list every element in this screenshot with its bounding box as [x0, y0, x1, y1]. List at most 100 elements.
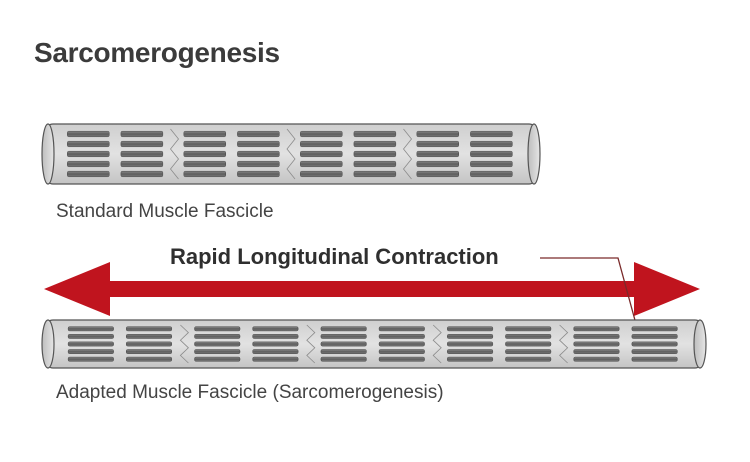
- myosin-filament: [183, 140, 227, 148]
- myosin-filament: [120, 170, 164, 178]
- myosin-filament: [320, 334, 367, 339]
- myosin-filament: [320, 341, 367, 347]
- myosin-filament: [252, 334, 299, 339]
- z-line: [432, 324, 442, 364]
- myosin-filament: [631, 326, 678, 332]
- myosin-filament: [505, 341, 552, 347]
- myosin-filament: [194, 356, 241, 362]
- myosin-filament: [252, 349, 299, 354]
- myosin-filament: [126, 334, 173, 339]
- standard-fascicle-label: Standard Muscle Fascicle: [56, 201, 274, 222]
- myosin-filament: [353, 140, 397, 148]
- myosin-filament: [67, 160, 110, 168]
- myosin-filament: [67, 341, 114, 347]
- myosin-filament: [505, 349, 552, 354]
- myosin-filament: [194, 349, 241, 354]
- myosin-filament: [573, 334, 620, 339]
- z-line: [559, 324, 569, 364]
- myosin-filament: [447, 326, 494, 332]
- myosin-filament: [470, 140, 513, 148]
- myosin-filament: [120, 140, 164, 148]
- myosin-filament: [194, 326, 241, 332]
- myosin-filament: [194, 341, 241, 347]
- z-line: [179, 324, 189, 364]
- myosin-filament: [252, 326, 299, 332]
- myosin-filament: [120, 160, 164, 168]
- myosin-filament: [183, 160, 227, 168]
- myosin-filament: [573, 326, 620, 332]
- fascicle-left-cap: [41, 123, 55, 185]
- myosin-filament: [378, 326, 425, 332]
- myosin-filament: [67, 140, 110, 148]
- myosin-filament: [252, 341, 299, 347]
- myosin-filament: [470, 150, 513, 158]
- z-line: [306, 324, 316, 364]
- contraction-label: Rapid Longitudinal Contraction: [170, 244, 499, 269]
- myosin-filament: [300, 170, 343, 178]
- myosin-filament: [353, 160, 397, 168]
- myosin-filament: [67, 326, 114, 332]
- myosin-filament: [126, 349, 173, 354]
- myosin-filament: [378, 334, 425, 339]
- myosin-filament: [237, 170, 280, 178]
- myosin-filament: [470, 160, 513, 168]
- myosin-filament: [320, 356, 367, 362]
- arrow-shape: [44, 262, 700, 316]
- fascicle-left-cap: [41, 319, 55, 369]
- myosin-filament: [378, 341, 425, 347]
- myosin-filament: [300, 150, 343, 158]
- adapted-fascicle-label: Adapted Muscle Fascicle (Sarcomerogenesi…: [56, 382, 444, 403]
- myosin-filament: [505, 326, 552, 332]
- myosin-filament: [416, 130, 460, 138]
- myosin-filament: [470, 130, 513, 138]
- myosin-filament: [320, 349, 367, 354]
- myosin-filament: [237, 150, 280, 158]
- double-headed-arrow-icon: [44, 262, 700, 316]
- adapted-muscle-fascicle: [41, 319, 707, 369]
- myosin-filament: [126, 356, 173, 362]
- myosin-filament: [447, 356, 494, 362]
- myosin-filament: [378, 349, 425, 354]
- standard-muscle-fascicle: [41, 123, 541, 185]
- myosin-filament: [67, 334, 114, 339]
- myosin-filament: [300, 160, 343, 168]
- myosin-filament: [447, 334, 494, 339]
- z-line: [169, 128, 180, 180]
- myosin-filament: [573, 349, 620, 354]
- myosin-filament: [573, 341, 620, 347]
- myosin-filament: [120, 150, 164, 158]
- myosin-filament: [416, 140, 460, 148]
- myosin-filament: [378, 356, 425, 362]
- myosin-filament: [353, 170, 397, 178]
- myosin-filament: [631, 334, 678, 339]
- myosin-filament: [237, 130, 280, 138]
- myosin-filament: [237, 160, 280, 168]
- myosin-filament: [67, 356, 114, 362]
- myosin-filament: [67, 349, 114, 354]
- fascicle-right-cap: [527, 123, 541, 185]
- myosin-filament: [416, 170, 460, 178]
- myosin-filament: [183, 130, 227, 138]
- page-title: Sarcomerogenesis: [34, 37, 280, 68]
- myosin-filament: [237, 140, 280, 148]
- myosin-filament: [505, 356, 552, 362]
- myosin-filament: [252, 356, 299, 362]
- myosin-filament: [194, 334, 241, 339]
- myosin-filament: [631, 356, 678, 362]
- fascicle-right-cap: [693, 319, 707, 369]
- myosin-filament: [300, 140, 343, 148]
- myosin-filament: [300, 130, 343, 138]
- myosin-filament: [631, 349, 678, 354]
- myosin-filament: [183, 170, 227, 178]
- myosin-filament: [183, 150, 227, 158]
- myosin-filament: [353, 130, 397, 138]
- myosin-filament: [416, 160, 460, 168]
- myosin-filament: [67, 130, 110, 138]
- myosin-filament: [353, 150, 397, 158]
- myosin-filament: [447, 341, 494, 347]
- myosin-filament: [470, 170, 513, 178]
- myosin-filament: [631, 341, 678, 347]
- myosin-filament: [67, 170, 110, 178]
- myosin-filament: [505, 334, 552, 339]
